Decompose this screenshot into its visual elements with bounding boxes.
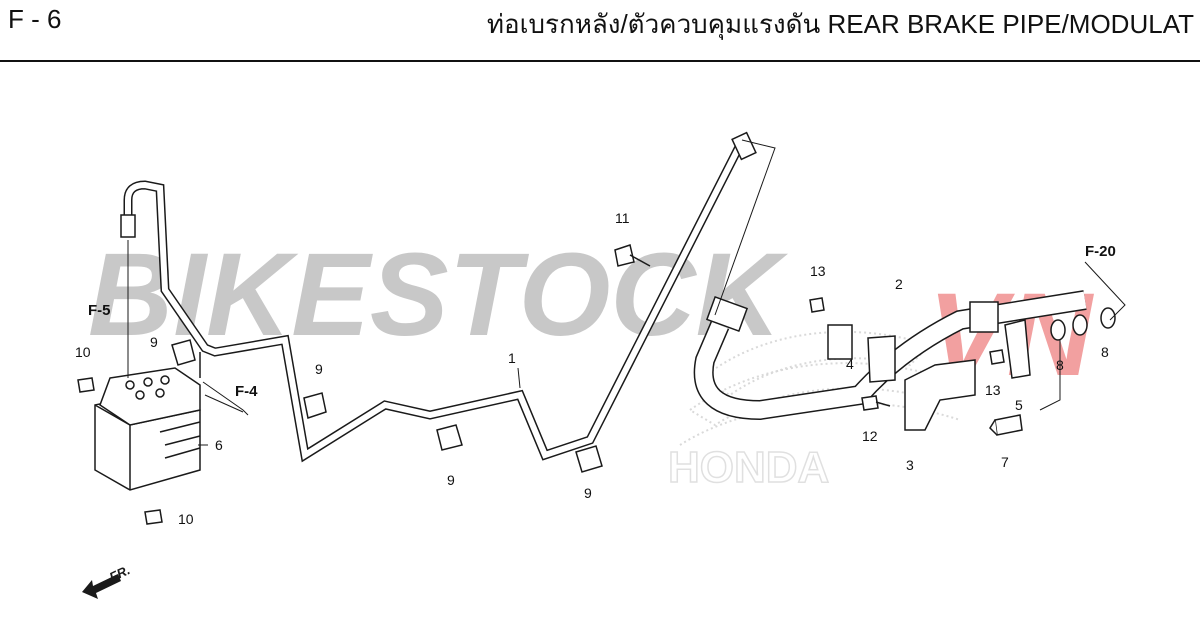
bolts <box>77 244 1005 525</box>
modulator-unit <box>94 367 201 491</box>
callout-2: 2 <box>895 276 903 292</box>
washers-bolts <box>989 307 1116 436</box>
callout-8a: 8 <box>1056 357 1064 373</box>
callout-9a: 9 <box>150 334 158 350</box>
callout-7: 7 <box>1001 454 1009 470</box>
watermark-main: BIKESTOCK <box>88 229 789 361</box>
ref-f20: F-20 <box>1085 243 1116 260</box>
callout-12: 12 <box>862 428 878 444</box>
callout-6: 6 <box>215 437 223 453</box>
callout-10b: 10 <box>178 511 194 527</box>
brackets <box>867 319 1031 431</box>
callout-11: 11 <box>615 210 630 226</box>
callout-8b: 8 <box>1101 344 1109 360</box>
callout-3: 3 <box>906 457 914 473</box>
leader-lines <box>198 139 1126 446</box>
callout-5: 5 <box>1015 397 1023 413</box>
callout-13a: 13 <box>810 263 826 279</box>
ref-f5: F-5 <box>88 302 111 319</box>
front-label: FR. <box>107 562 132 584</box>
brake-pipe-1 <box>120 131 757 463</box>
callout-9c: 9 <box>447 472 455 488</box>
callout-10a: 10 <box>75 344 91 360</box>
section-code: F - 6 <box>8 4 62 34</box>
pipe-clip <box>171 339 603 473</box>
callout-9b: 9 <box>315 361 323 377</box>
callout-1: 1 <box>508 350 516 366</box>
page-title: ท่อเบรกหลัง/ตัวควบคุมแรงดัน REAR BRAKE P… <box>486 9 1194 39</box>
page-header: F - 6 ท่อเบรกหลัง/ตัวควบคุมแรงดัน REAR B… <box>0 0 1200 62</box>
callout-9d: 9 <box>584 485 592 501</box>
brake-hose-2 <box>693 290 1087 421</box>
callout-4: 4 <box>846 356 854 372</box>
callout-13b: 13 <box>985 382 1001 398</box>
honda-text: HONDA <box>668 443 829 492</box>
front-direction-arrow: FR. <box>82 562 132 599</box>
ref-f4: F-4 <box>235 383 258 400</box>
